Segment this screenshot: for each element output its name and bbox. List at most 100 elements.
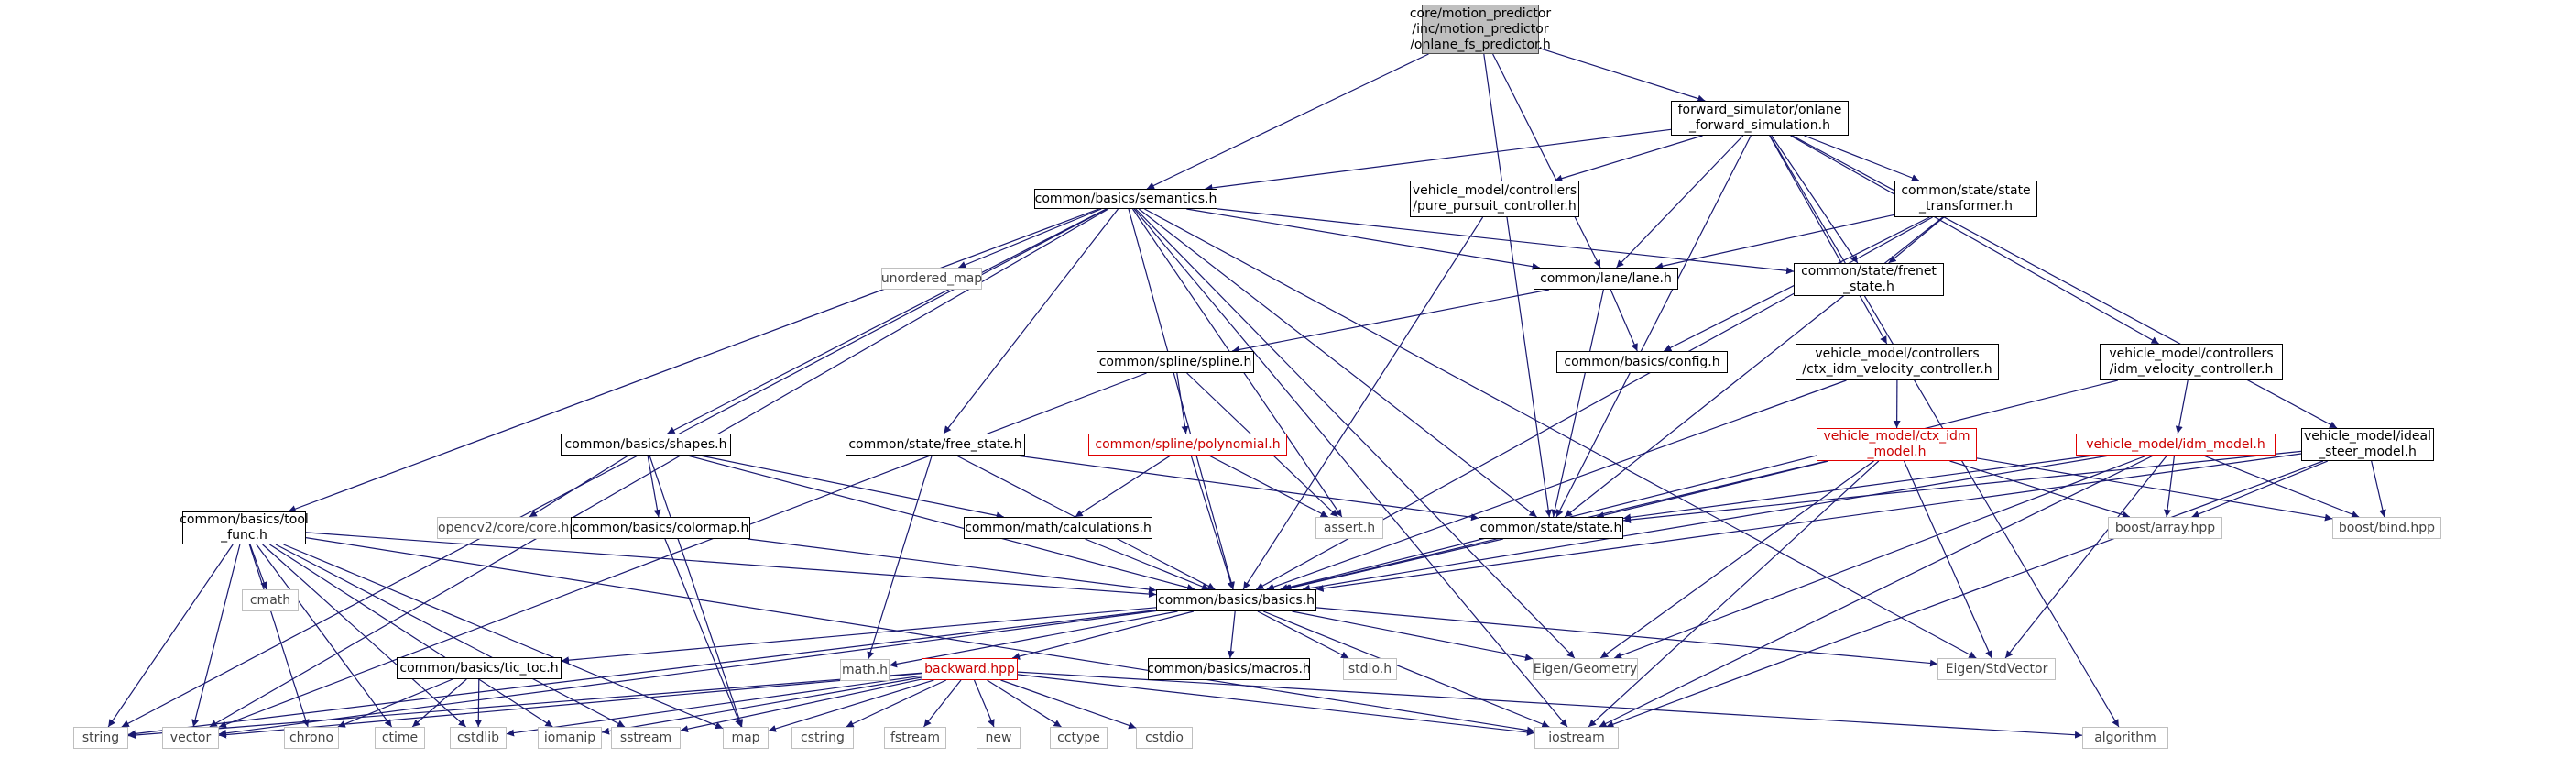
edge-backward-to-vector — [218, 673, 922, 739]
edge-fwdsim-to-state — [1555, 135, 1752, 518]
node-tictoc[interactable]: common/basics/tic_toc.h — [397, 657, 562, 679]
node-colormap[interactable]: common/basics/colormap.h — [571, 517, 750, 539]
node-config[interactable]: common/basics/config.h — [1556, 351, 1728, 373]
node-cmath: cmath — [242, 589, 299, 611]
edge-basics-to-backward — [1011, 610, 1195, 660]
node-calc[interactable]: common/math/calculations.h — [964, 517, 1152, 539]
node-label: Eigen/Geometry — [1533, 661, 1638, 676]
node-label: unordered_map — [880, 270, 983, 286]
node-shapes[interactable]: common/basics/shapes.h — [561, 434, 731, 456]
edge-purepursuit-to-basics — [1242, 216, 1484, 590]
node-fstream: fstream — [884, 727, 946, 749]
node-label: common/math/calculations.h — [965, 520, 1152, 535]
node-label: /pure_pursuit_controller.h — [1413, 199, 1577, 214]
edge-fwdsim-to-idmctrl — [1790, 135, 2159, 345]
node-root[interactable]: core/motion_predictor/inc/motion_predict… — [1410, 5, 1551, 54]
node-freestate[interactable]: common/state/free_state.h — [846, 434, 1025, 456]
node-assert: assert.h — [1315, 517, 1383, 539]
node-ctxidmmodel[interactable]: vehicle_model/ctx_idm_model.h — [1817, 428, 1977, 461]
node-label: boost/array.hpp — [2114, 520, 2216, 535]
node-algorithm: algorithm — [2082, 727, 2168, 749]
edge-ctxidmctrl-to-basics — [1266, 379, 1847, 591]
node-label: vector — [169, 730, 212, 745]
node-label: _state.h — [1843, 280, 1894, 294]
node-label: vehicle_model/controllers — [2109, 346, 2274, 361]
node-label: opencv2/core/core.hpp — [438, 520, 586, 535]
node-backward[interactable]: backward.hpp — [922, 658, 1018, 680]
edge-semantics-to-unordered_map — [957, 208, 1102, 269]
node-idmmodel[interactable]: vehicle_model/idm_model.h — [2076, 434, 2276, 456]
node-chrono: chrono — [284, 727, 339, 749]
node-label: Eigen/StdVector — [1945, 661, 2048, 676]
node-toolfunc[interactable]: common/basics/tool_func.h — [180, 511, 309, 544]
edge-basics-to-stdio — [1257, 610, 1349, 659]
edge-basics-to-mathh — [889, 610, 1178, 668]
node-spline[interactable]: common/spline/spline.h — [1097, 351, 1254, 373]
edge-semantics-to-freestate — [943, 208, 1119, 434]
edge-shapes-to-map — [649, 455, 744, 728]
edge-polynomial-to-basics — [1190, 455, 1235, 590]
node-opencv: opencv2/core/core.hpp — [437, 517, 586, 539]
edge-basics-to-iostream — [1262, 610, 1550, 728]
node-macros[interactable]: common/basics/macros.h — [1147, 658, 1311, 680]
edge-spline-to-polynomial — [1176, 372, 1189, 434]
node-label: _func.h — [221, 528, 267, 543]
node-semantics[interactable]: common/basics/semantics.h — [1034, 189, 1217, 209]
node-label: vehicle_model/ctx_idm — [1823, 429, 1970, 444]
node-eigengeo: Eigen/Geometry — [1533, 658, 1638, 680]
edge-semantics-to-shapes — [667, 208, 1107, 434]
edge-basics-to-vector — [218, 610, 1157, 737]
edge-backward-to-cstdlib — [506, 675, 922, 737]
edge-toolfunc-to-vector — [191, 544, 241, 728]
node-idealsteer[interactable]: vehicle_model/ideal_steer_model.h — [2301, 428, 2434, 461]
node-label: vehicle_model/idm_model.h — [2086, 436, 2265, 452]
node-label: cmath — [249, 592, 291, 608]
edge-toolfunc-to-cmath — [249, 544, 267, 590]
node-statetrans[interactable]: common/state/state_transformer.h — [1894, 181, 2037, 217]
edge-semantics-to-toolfunc — [288, 208, 1099, 512]
node-ctxidmctrl[interactable]: vehicle_model/controllers/ctx_idm_veloci… — [1796, 344, 1999, 380]
node-basics[interactable]: common/basics/basics.h — [1156, 589, 1316, 611]
edge-toolfunc-to-iostream — [305, 537, 1535, 734]
node-label: ctime — [381, 730, 419, 745]
edge-idmctrl-to-basics — [1280, 379, 2118, 591]
edge-ctxidmmodel-to-eigengeo — [1599, 460, 1874, 659]
edge-basics-to-eigengeo — [1292, 610, 1534, 662]
node-new: new — [977, 727, 1021, 749]
edge-idmmodel-to-basics — [1302, 455, 2110, 592]
node-label: chrono — [289, 730, 334, 745]
node-label: common/basics/tool — [180, 512, 309, 527]
node-label: common/basics/semantics.h — [1034, 191, 1217, 206]
edge-idmctrl-to-idmmodel — [2175, 379, 2189, 434]
node-vector: vector — [162, 727, 219, 749]
edge-tictoc-to-cstdlib — [475, 678, 483, 728]
node-label: stdio.h — [1348, 661, 1392, 676]
edge-shapes-to-calc — [700, 455, 1004, 520]
node-polynomial[interactable]: common/spline/polynomial.h — [1088, 434, 1287, 456]
node-label: vehicle_model/ideal — [2303, 429, 2432, 444]
node-label: new — [985, 730, 1012, 745]
node-purepursuit[interactable]: vehicle_model/controllers/pure_pursuit_c… — [1410, 181, 1579, 217]
edge-shapes-to-opencv — [529, 455, 629, 518]
edge-toolfunc-to-ctime — [256, 544, 393, 728]
node-label: common/state/frenet — [1801, 264, 1937, 279]
edge-polynomial-to-calc — [1075, 455, 1172, 518]
node-unordered-map: unordered_map — [881, 268, 982, 290]
edge-shapes-to-basics — [687, 455, 1195, 591]
edge-backward-to-iomanip — [601, 676, 922, 735]
edge-fwdsim-to-frenet — [1771, 135, 1859, 264]
edge-fwdsim-to-statetrans — [1804, 135, 1920, 181]
edge-backward-to-cstdio — [1000, 679, 1137, 730]
node-label: algorithm — [2094, 730, 2156, 745]
node-lane[interactable]: common/lane/lane.h — [1534, 268, 1678, 290]
edge-root-to-lane — [1492, 53, 1601, 269]
node-idmctrl[interactable]: vehicle_model/controllers/idm_velocity_c… — [2100, 344, 2283, 380]
edge-basics-to-string — [127, 610, 1157, 738]
node-fwdsim[interactable]: forward_simulator/onlane_forward_simulat… — [1671, 101, 1849, 136]
node-frenet[interactable]: common/state/frenet_state.h — [1794, 263, 1944, 296]
edge-root-to-state — [1483, 53, 1553, 518]
node-map: map — [723, 727, 769, 749]
edge-lane-to-spline — [1231, 289, 1550, 354]
node-state[interactable]: common/state/state.h — [1479, 517, 1623, 539]
